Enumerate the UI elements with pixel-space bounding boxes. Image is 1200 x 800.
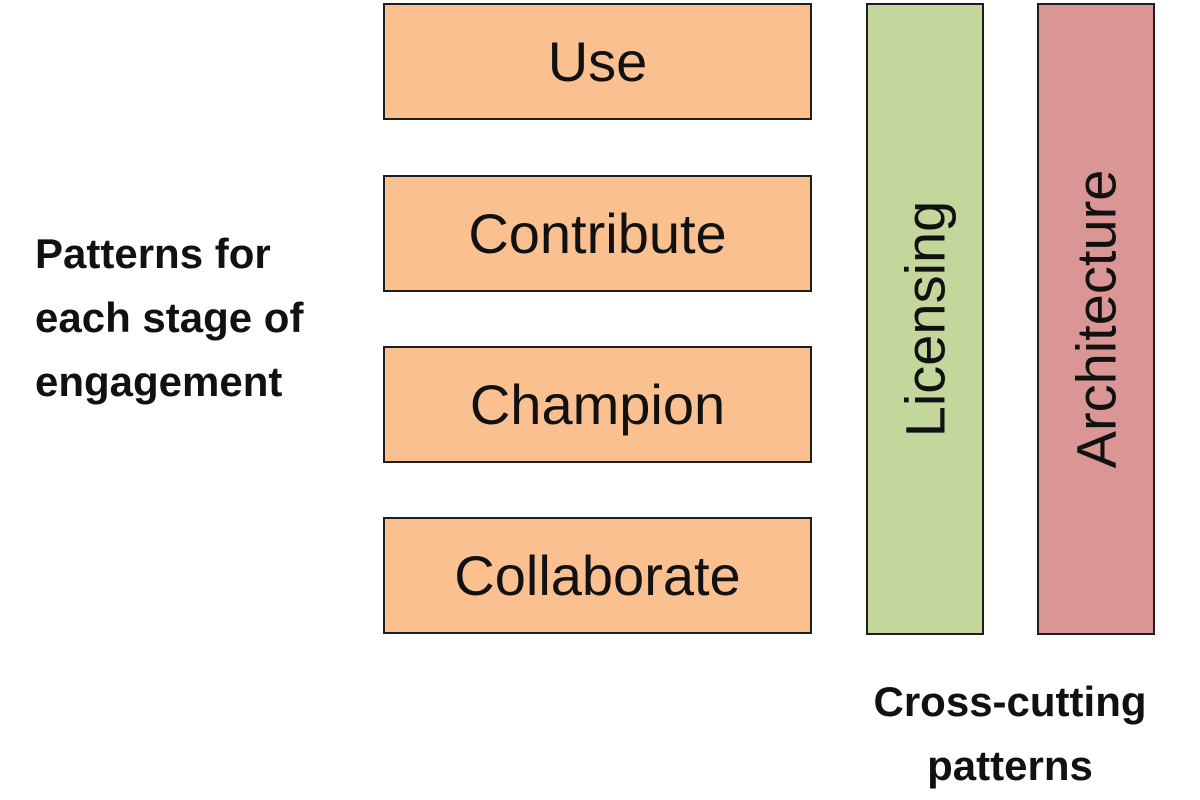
cross-cutting-architecture: Architecture [1037, 3, 1155, 635]
stage-champion-label: Champion [469, 373, 726, 436]
cross-cutting-label: Cross-cutting patterns [873, 678, 1147, 789]
stage-contribute: Contribute [383, 175, 812, 292]
licensing-label: Licensing [893, 200, 957, 438]
stages-label: Patterns for each stage of engagement [35, 230, 304, 405]
stage-use-label: Use [547, 30, 648, 93]
stage-use: Use [383, 3, 812, 120]
stage-collaborate: Collaborate [383, 517, 812, 634]
stage-contribute-label: Contribute [468, 202, 727, 265]
stage-champion: Champion [383, 346, 812, 463]
architecture-label: Architecture [1064, 169, 1128, 469]
stage-collaborate-label: Collaborate [454, 544, 741, 607]
cross-cutting-licensing: Licensing [866, 3, 984, 635]
